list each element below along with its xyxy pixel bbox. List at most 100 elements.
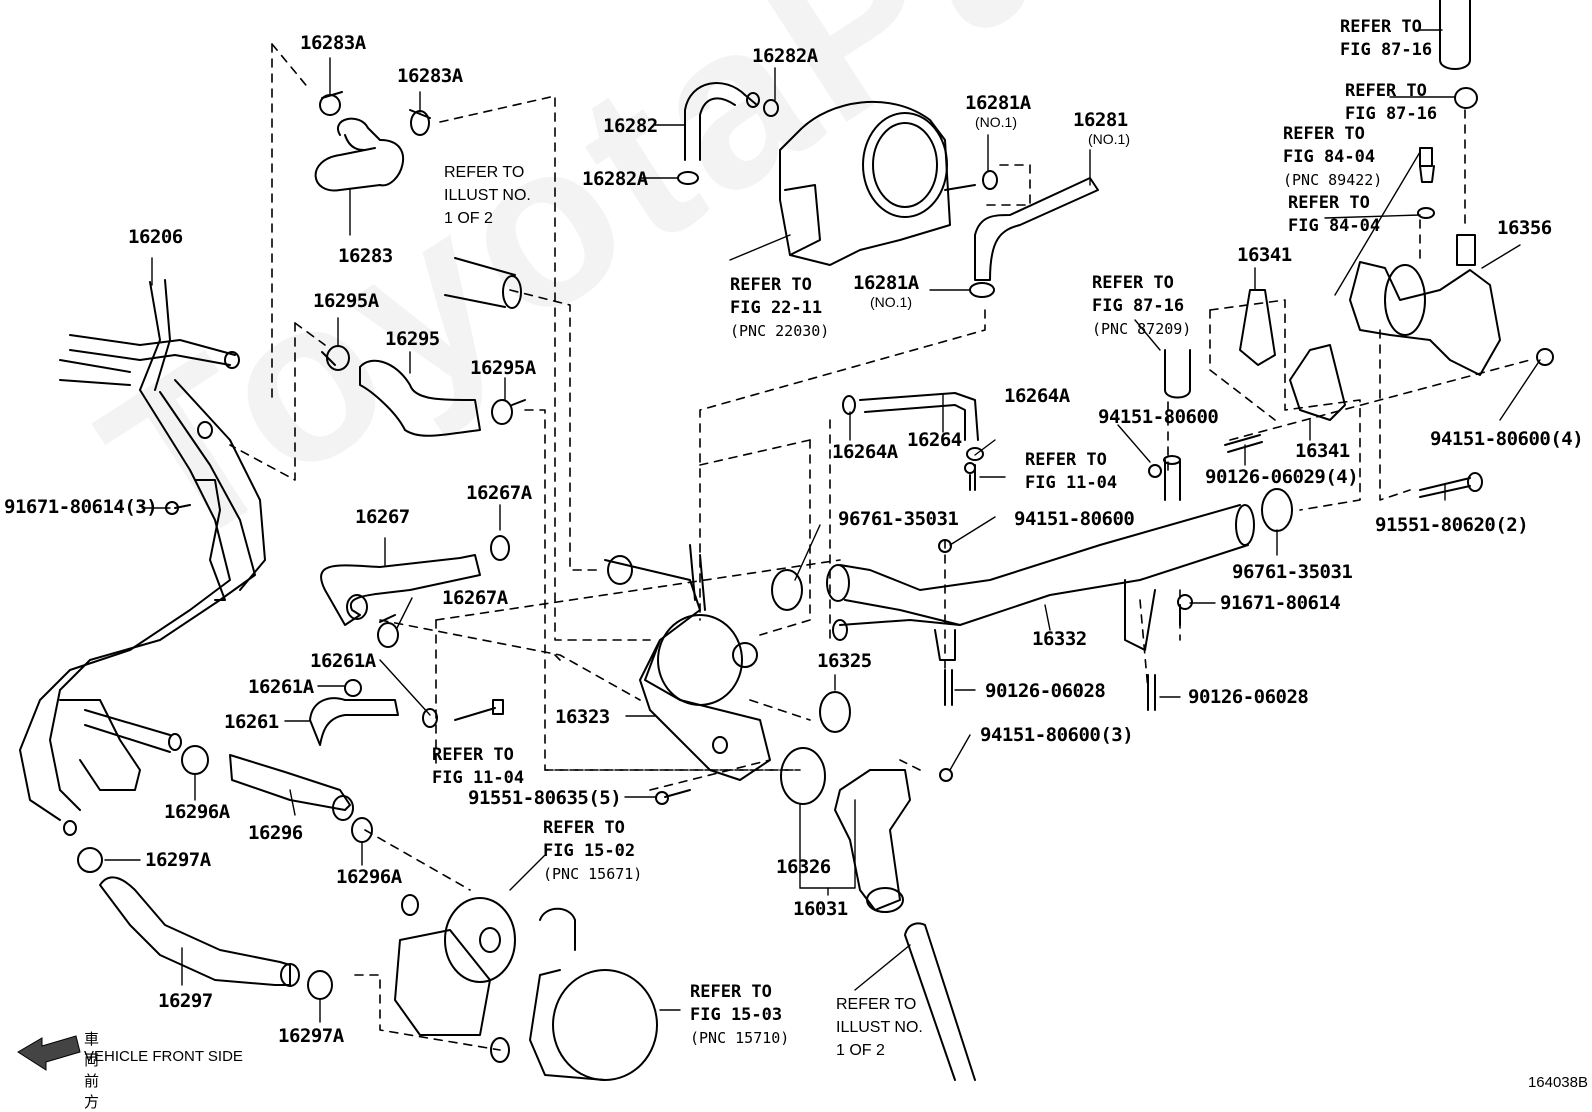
upper-hose-87209 xyxy=(1164,349,1191,399)
part-number-label[interactable]: 16267A xyxy=(466,482,532,504)
part-number-label[interactable]: 16283A xyxy=(300,32,366,54)
nut-94151-80600-a xyxy=(1148,464,1162,478)
water-inlet-16031 xyxy=(834,769,911,913)
part-number-label[interactable]: 16031 xyxy=(793,898,848,920)
part-sublabel: (NO.1) xyxy=(975,114,1017,130)
part-number-label[interactable]: 16282 xyxy=(603,115,658,137)
gasket-16341-b xyxy=(1289,344,1346,421)
part-number-label[interactable]: 16297A xyxy=(278,1025,344,1047)
part-number-label[interactable]: 91551-80635(5) xyxy=(468,787,622,809)
part-number-label[interactable]: 16323 xyxy=(555,706,610,728)
part-number-label[interactable]: 16261A xyxy=(310,650,376,672)
reference-line: REFER TO xyxy=(543,818,625,838)
part-number-label[interactable]: 91671-80614(3) xyxy=(4,496,158,518)
part-number-label[interactable]: 16264A xyxy=(1004,385,1070,407)
part-number-label[interactable]: 16341 xyxy=(1237,244,1292,266)
hose-16283 xyxy=(314,91,431,192)
part-number-label[interactable]: 16296 xyxy=(248,822,303,844)
part-number-label[interactable]: 16283 xyxy=(338,245,393,267)
part-number-label[interactable]: 90126-06028 xyxy=(1188,686,1309,708)
part-number-label[interactable]: 94151-80600 xyxy=(1014,508,1135,530)
part-number-label[interactable]: 16297A xyxy=(145,849,211,871)
part-number-label[interactable]: 16326 xyxy=(776,856,831,878)
part-number-label[interactable]: 16296A xyxy=(164,801,230,823)
o-ring-96761-b xyxy=(1261,488,1293,532)
reference-line: REFER TO xyxy=(836,996,917,1013)
hose-16261 xyxy=(309,679,504,746)
part-number-label[interactable]: 16282A xyxy=(752,45,818,67)
reference-callout[interactable]: REFER TO FIG 87-16 (PNC 87209) xyxy=(1092,272,1191,341)
o-ring-96761-a xyxy=(771,569,803,611)
part-number-label[interactable]: 16267 xyxy=(355,506,410,528)
water-outlet-housing-16356 xyxy=(1349,0,1554,376)
part-number-label[interactable]: 16282A xyxy=(582,168,648,190)
part-sublabel: (NO.1) xyxy=(870,294,912,310)
hose-16282 xyxy=(677,82,779,185)
reference-line: FIG 87-16 xyxy=(1345,104,1438,124)
part-number-label[interactable]: 90126-06029(4) xyxy=(1205,466,1359,488)
part-number-label[interactable]: 16261 xyxy=(224,711,279,733)
reference-callout[interactable]: REFER TO ILLUST NO. 1 OF 2 xyxy=(836,993,923,1062)
reference-line: REFER TO xyxy=(1345,81,1427,101)
stud-90126-06029 xyxy=(1224,434,1263,453)
part-number-label[interactable]: 94151-80600(4) xyxy=(1430,428,1584,450)
reference-line: FIG 15-02 xyxy=(543,841,636,861)
part-number-label[interactable]: 90126-06028 xyxy=(985,680,1106,702)
part-number-label[interactable]: 94151-80600 xyxy=(1098,406,1219,428)
part-number-label[interactable]: 16264A xyxy=(832,441,898,463)
o-ring-16326 xyxy=(780,747,826,805)
part-number-label[interactable]: 96761-35031 xyxy=(1232,561,1353,583)
part-number-label[interactable]: 16295A xyxy=(313,290,379,312)
reference-line: REFER TO xyxy=(1092,273,1174,293)
part-number-label[interactable]: 16341 xyxy=(1295,440,1350,462)
part-number-label[interactable]: 16261A xyxy=(248,676,314,698)
part-number-label[interactable]: 91551-80620(2) xyxy=(1375,514,1529,536)
part-number-label[interactable]: 96761-35031 xyxy=(838,508,959,530)
part-number-label[interactable]: 16281A xyxy=(853,272,919,294)
reference-line: 1 OF 2 xyxy=(444,210,493,227)
part-number-label[interactable]: 16356 xyxy=(1497,217,1552,239)
arrow-left-icon xyxy=(17,1035,81,1071)
part-number-label[interactable]: 16206 xyxy=(128,226,183,248)
nut-94151-80600-b xyxy=(938,539,952,553)
reference-line: 1 OF 2 xyxy=(836,1042,885,1059)
hose-16297 xyxy=(77,847,333,1000)
reference-line: REFER TO xyxy=(1283,124,1365,144)
reference-line: FIG 87-16 xyxy=(1092,296,1185,316)
reference-line: REFER TO xyxy=(1288,193,1370,213)
part-number-label[interactable]: 16295 xyxy=(385,328,440,350)
part-sublabel: (NO.1) xyxy=(1088,131,1130,147)
reference-pnc: (PNC 87209) xyxy=(1092,320,1192,338)
reference-pnc: (PNC 22030) xyxy=(730,322,830,340)
reference-line: FIG 84-04 xyxy=(1283,147,1376,167)
part-number-label[interactable]: 16295A xyxy=(470,357,536,379)
part-number-label[interactable]: 16281 xyxy=(1073,109,1128,131)
part-number-label[interactable]: 16264 xyxy=(907,429,962,451)
stud-90126-06028-a xyxy=(944,669,953,706)
part-number-label[interactable]: 16296A xyxy=(336,866,402,888)
part-number-label[interactable]: 94151-80600(3) xyxy=(980,724,1134,746)
part-number-label[interactable]: 16281A xyxy=(965,92,1031,114)
pipe-16206 xyxy=(19,279,266,836)
part-number-label[interactable]: 16332 xyxy=(1032,628,1087,650)
reference-line: ILLUST NO. xyxy=(836,1019,923,1036)
part-number-label[interactable]: 16325 xyxy=(817,650,872,672)
front-label-jp: 車両前方 xyxy=(84,1030,100,1111)
part-number-label[interactable]: 16267A xyxy=(442,587,508,609)
hose-16296 xyxy=(181,745,373,843)
leader-lines xyxy=(104,29,1541,1023)
part-number-label[interactable]: 16283A xyxy=(397,65,463,87)
part-number-label[interactable]: 91671-80614 xyxy=(1220,592,1341,614)
reference-callout[interactable]: REFER TO FIG 87-16 xyxy=(1345,80,1437,126)
part-number-label[interactable]: 16297 xyxy=(158,990,213,1012)
